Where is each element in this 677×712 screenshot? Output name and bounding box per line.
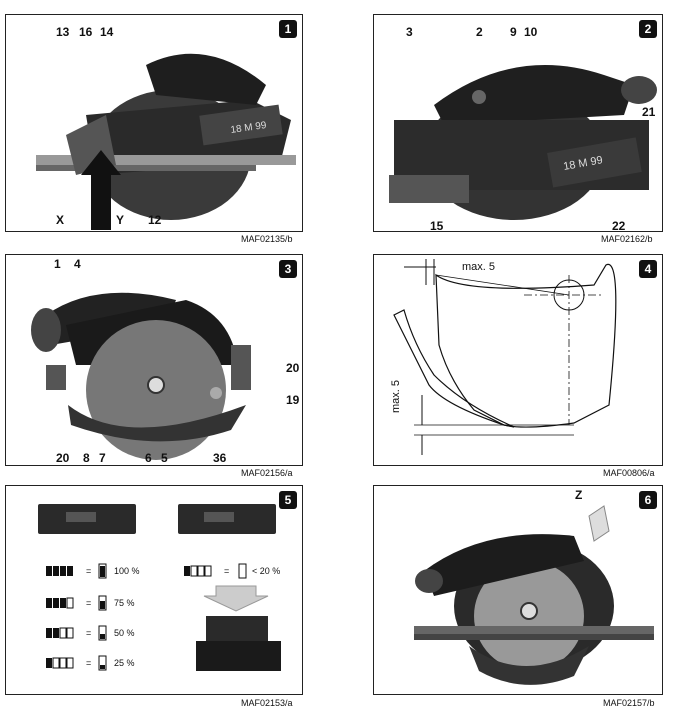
circular-saw-side-illustration bbox=[31, 292, 251, 460]
battery-indicator-diagram bbox=[38, 504, 281, 671]
callout-20-right: 20 bbox=[286, 361, 300, 375]
callout-5: 5 bbox=[161, 451, 168, 465]
callout-z: Z bbox=[575, 488, 583, 502]
battery-eq-100: = bbox=[86, 566, 92, 576]
callout-21: 21 bbox=[642, 105, 656, 119]
callout-13: 13 bbox=[56, 25, 70, 39]
figure-panel-5: 5 = 100 % = 75 % = 50 % = 25 % = < 20 % bbox=[5, 485, 303, 695]
battery-eq-75: = bbox=[86, 598, 92, 608]
riving-knife-diagram bbox=[393, 259, 617, 455]
panel-number-badge: 6 bbox=[639, 491, 657, 509]
battery-level-100: 100 % bbox=[114, 566, 140, 576]
battery-level-75: 75 % bbox=[114, 598, 135, 608]
circular-saw-guide-rail-illustration bbox=[414, 505, 654, 685]
callout-y: Y bbox=[116, 213, 125, 227]
callout-15: 15 bbox=[430, 219, 444, 232]
callout-x: X bbox=[56, 213, 65, 227]
battery-level-low: < 20 % bbox=[252, 566, 281, 576]
battery-level-50: 50 % bbox=[114, 628, 135, 638]
callout-12: 12 bbox=[148, 213, 162, 227]
panel-number-badge: 4 bbox=[639, 260, 657, 278]
callout-7: 7 bbox=[99, 451, 106, 465]
callout-1: 1 bbox=[54, 257, 61, 271]
label-max-5-side: max. 5 bbox=[390, 379, 402, 413]
callout-2: 2 bbox=[476, 25, 483, 39]
figure-ref-6: MAF02157/b bbox=[603, 698, 655, 708]
callout-16: 16 bbox=[79, 25, 93, 39]
callout-19: 19 bbox=[286, 393, 300, 407]
panel-number-badge: 5 bbox=[279, 491, 297, 509]
callout-36: 36 bbox=[213, 451, 227, 465]
battery-eq-25: = bbox=[86, 658, 92, 668]
battery-level-25: 25 % bbox=[114, 658, 135, 668]
figure-ref-3: MAF02156/a bbox=[241, 468, 293, 478]
figure-panel-1: 1 18 M 99 13 16 14 X Y 12 bbox=[5, 14, 303, 232]
callout-4: 4 bbox=[74, 257, 81, 271]
callout-9: 9 bbox=[510, 25, 517, 39]
callout-3: 3 bbox=[406, 25, 413, 39]
figure-ref-1: MAF02135/b bbox=[241, 234, 293, 244]
callout-14: 14 bbox=[100, 25, 114, 39]
figure-ref-5: MAF02153/a bbox=[241, 698, 293, 708]
figure-ref-4: MAF00806/a bbox=[603, 468, 655, 478]
callout-10: 10 bbox=[524, 25, 538, 39]
panel-number-badge: 2 bbox=[639, 20, 657, 38]
callout-22: 22 bbox=[612, 219, 626, 232]
circular-saw-rear-illustration: 18 M 99 bbox=[389, 65, 657, 220]
figure-ref-2: MAF02162/b bbox=[601, 234, 653, 244]
battery-eq-low: = bbox=[224, 566, 230, 576]
panel-number-badge: 1 bbox=[279, 20, 297, 38]
figure-panel-4: 4 max. 5 max. 5 bbox=[373, 254, 663, 466]
label-max-5-top: max. 5 bbox=[462, 261, 496, 273]
figure-panel-3: 3 1 4 20 19 20 8 7 6 5 36 bbox=[5, 254, 303, 466]
figure-panel-2: 2 18 M 99 3 2 9 10 21 15 22 bbox=[373, 14, 663, 232]
callout-20-left: 20 bbox=[56, 451, 70, 465]
callout-8: 8 bbox=[83, 451, 90, 465]
callout-6: 6 bbox=[145, 451, 152, 465]
panel-number-badge: 3 bbox=[279, 260, 297, 278]
circular-saw-illustration: 18 M 99 bbox=[36, 53, 296, 230]
figure-panel-6: 6 Z bbox=[373, 485, 663, 695]
battery-eq-50: = bbox=[86, 628, 92, 638]
svg-text:18 M 99: 18 M 99 bbox=[230, 120, 268, 136]
